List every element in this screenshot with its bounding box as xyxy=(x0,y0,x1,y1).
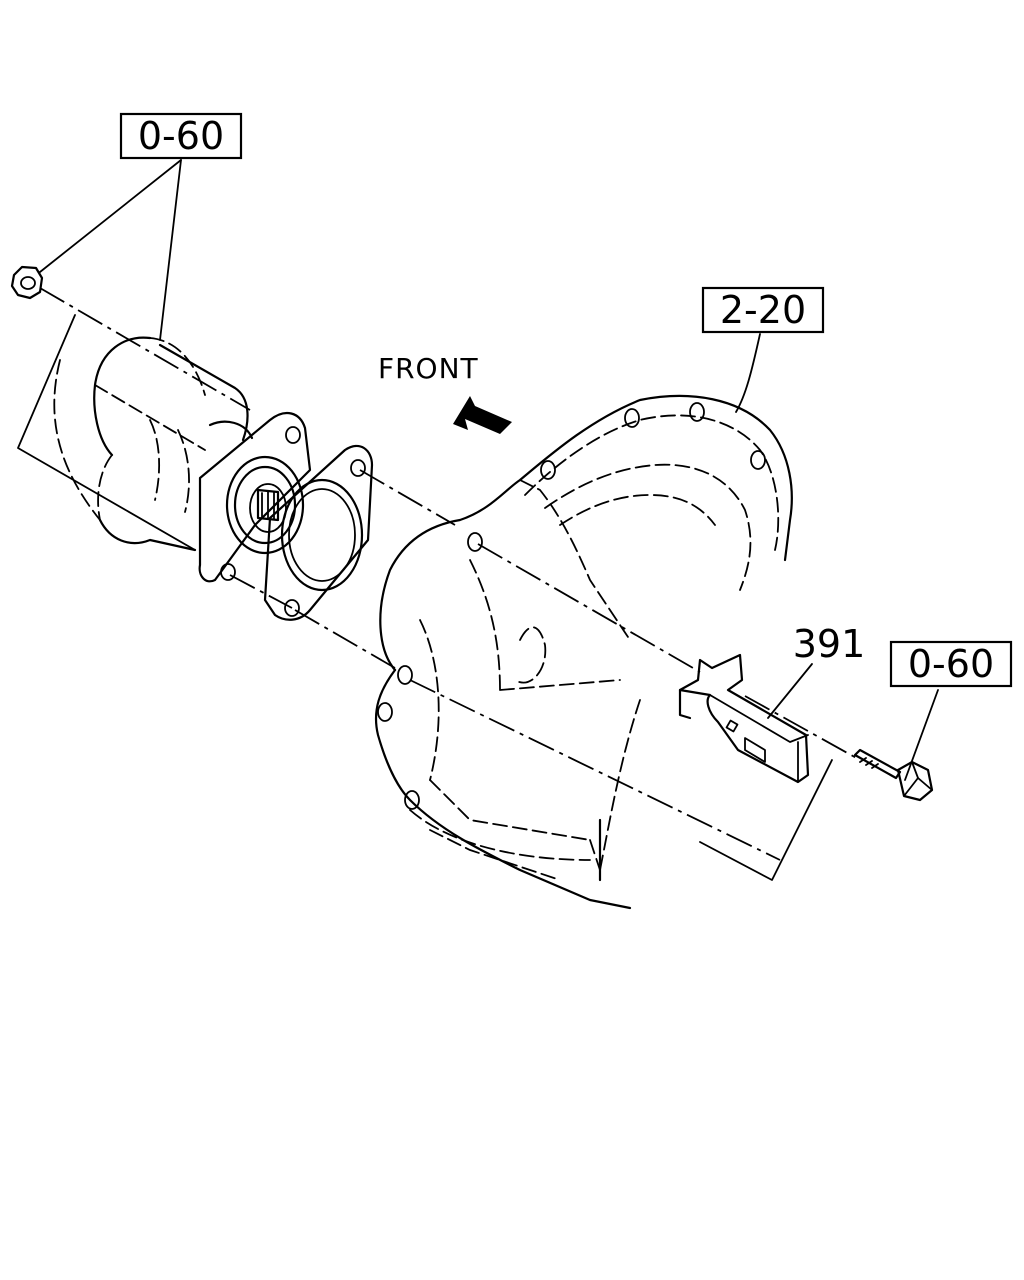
bolt-right[interactable] xyxy=(853,748,934,802)
callout-ref-top-left-text: 0-60 xyxy=(138,114,224,158)
starter-motor[interactable] xyxy=(53,336,312,583)
callout-part-391-text: 391 xyxy=(793,622,866,666)
front-indicator: FRONT xyxy=(378,352,512,434)
callout-ref-right-text: 0-60 xyxy=(908,642,994,686)
front-label: FRONT xyxy=(378,352,479,385)
callout-ref-housing-text: 2-20 xyxy=(720,288,806,332)
clutch-housing[interactable] xyxy=(374,394,793,910)
callout-part-391[interactable]: 391 xyxy=(793,622,866,666)
adapter-plate[interactable] xyxy=(229,444,456,669)
centerlines xyxy=(409,543,861,861)
bolt-top-left[interactable] xyxy=(10,265,251,411)
front-arrow-icon xyxy=(453,396,512,434)
callout-ref-right[interactable]: 0-60 xyxy=(889,640,1013,688)
callout-ref-top-left[interactable]: 0-60 xyxy=(119,112,243,160)
bracket-391[interactable] xyxy=(678,653,810,784)
leader-lines xyxy=(17,159,939,881)
callout-ref-housing[interactable]: 2-20 xyxy=(701,286,825,334)
